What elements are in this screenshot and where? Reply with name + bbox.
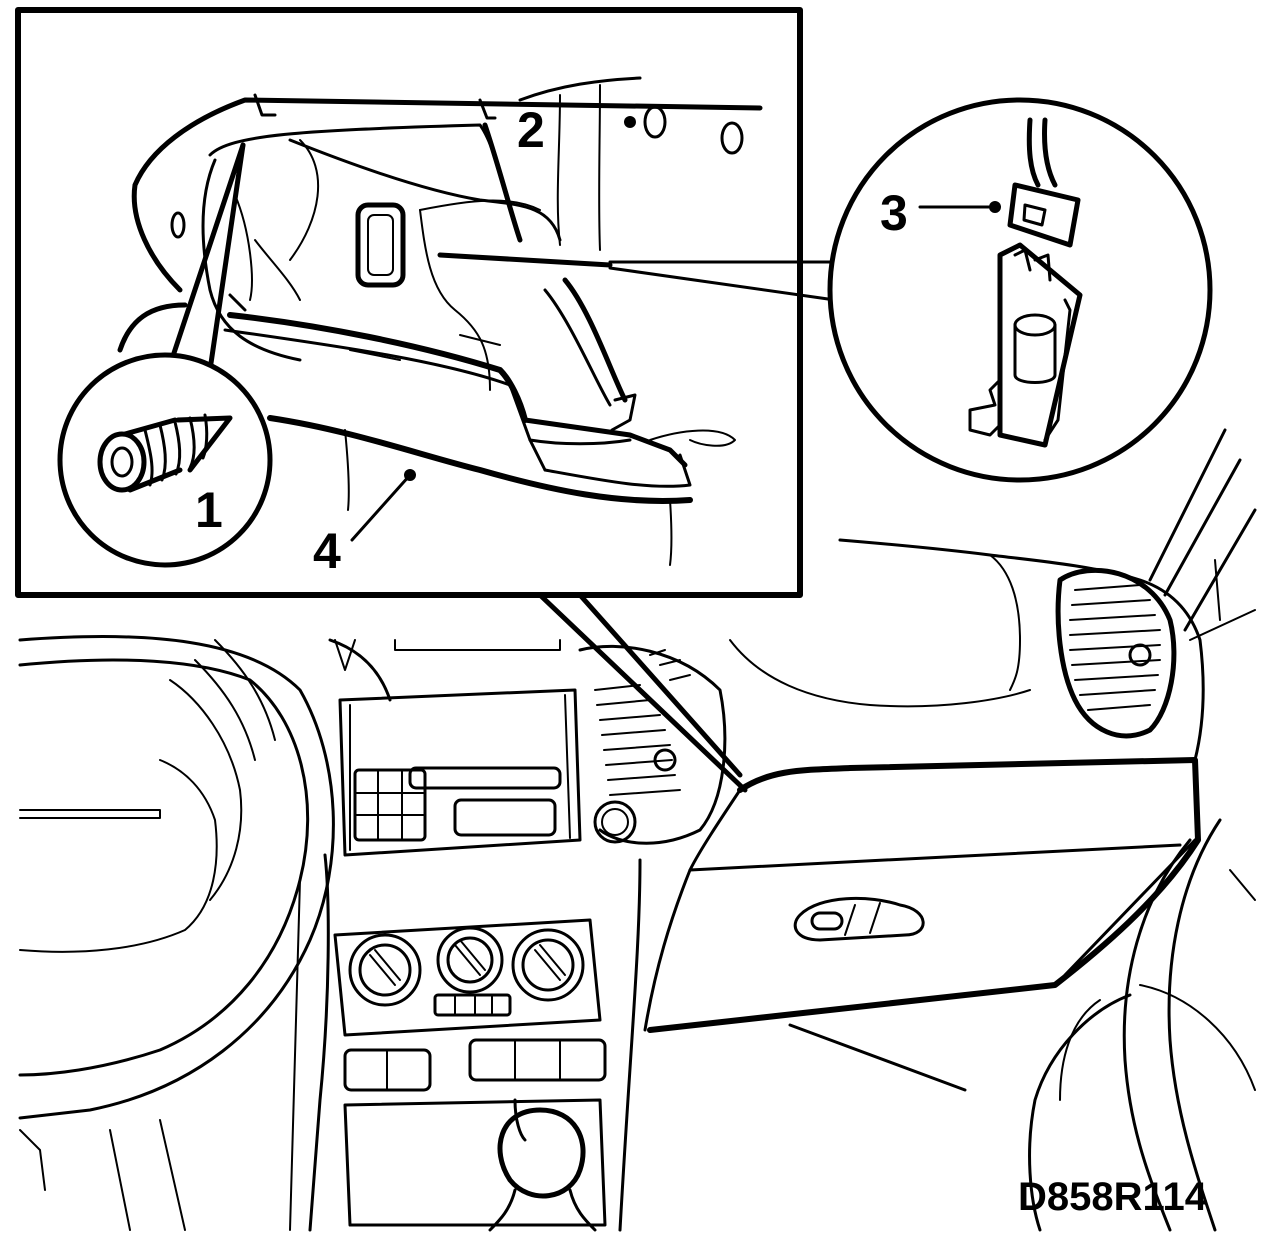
glovebox-detail [117,76,837,566]
side-air-vent [1055,567,1177,739]
callout-4: 4 [313,523,341,579]
switch-panel [343,1038,607,1227]
gear-lever [488,1098,597,1232]
callout-3: 3 [880,185,908,241]
switch-detail [827,97,1213,483]
switch-magnifier-circle [827,97,1213,483]
frame-clip-hole-2 [720,121,744,155]
screw-icon [97,413,233,493]
frame-pointer-dot [624,116,636,128]
glovebox-assembled [643,757,1201,1033]
glovebox-handle [793,897,925,942]
lamp-switch-opening [355,202,406,288]
screw-detail [57,142,273,568]
passenger-dashboard [643,428,1257,1232]
heater-controls [333,918,602,1037]
callout-1: 1 [195,482,223,538]
radio-button-block [353,768,427,842]
detail-leader-left [537,592,748,793]
detail-leader-right [577,592,743,778]
drawing-reference-code: D858R114 [1018,1175,1208,1219]
radio-display [453,798,557,837]
radio-knob [593,800,637,844]
steering-wheel [18,635,335,1231]
passenger-seat [1028,818,1256,1232]
callout-4-leader [350,473,412,542]
wire-connector-icon [1007,117,1081,248]
lamp-switch-icon [968,242,1083,448]
callout-2: 2 [517,102,545,158]
center-console [289,638,727,1232]
cassette-slot [408,766,562,790]
frame-screw-hole [170,211,186,239]
frame-clip-hole [643,105,667,139]
